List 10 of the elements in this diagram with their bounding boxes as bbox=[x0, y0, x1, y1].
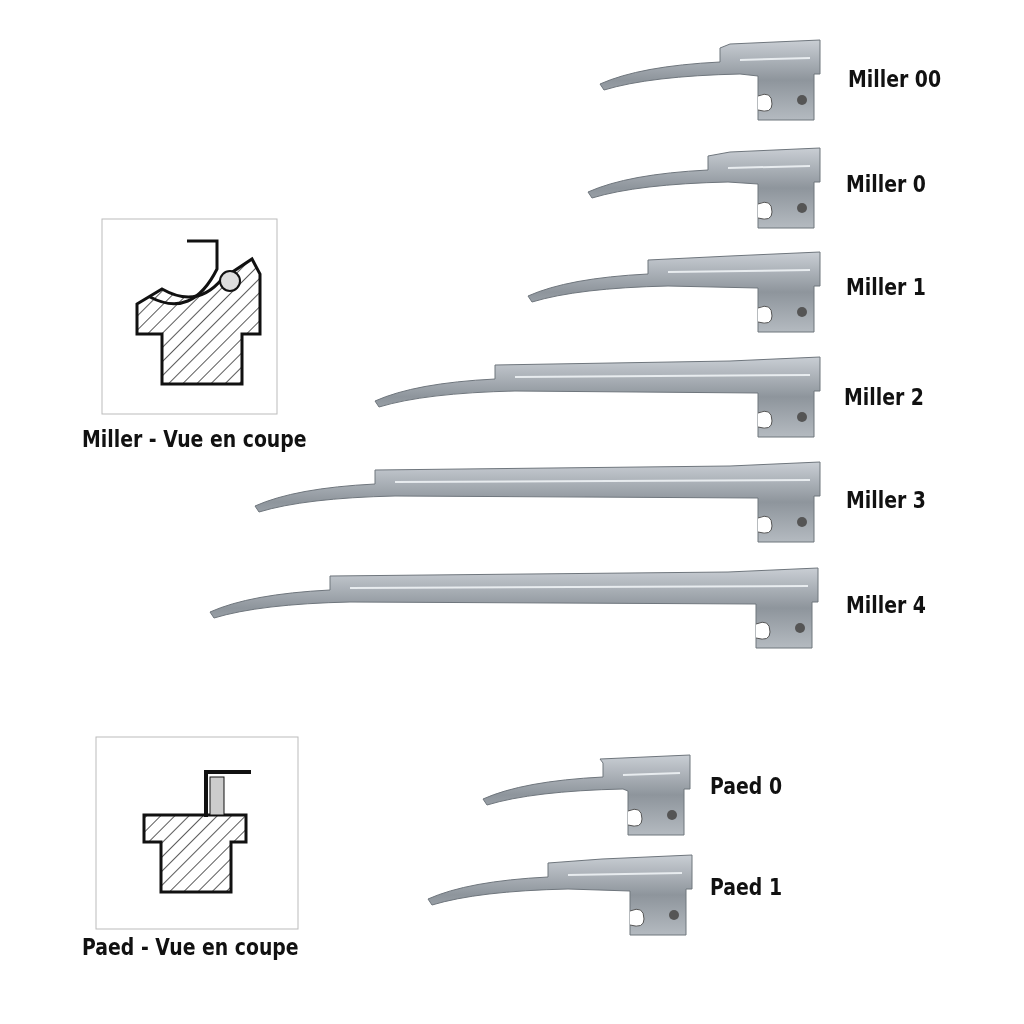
blade-label: Miller 1 bbox=[846, 274, 926, 300]
blade-label: Miller 00 bbox=[848, 66, 942, 92]
blade-label: Paed 1 bbox=[710, 874, 783, 900]
blade-label: Miller 3 bbox=[846, 487, 926, 513]
figure-caption: Miller - Vue en coupe bbox=[82, 426, 307, 452]
figure-caption: Paed - Vue en coupe bbox=[82, 934, 299, 960]
blade-label: Miller 4 bbox=[846, 592, 926, 618]
blade-label: Miller 2 bbox=[844, 384, 924, 410]
blade-label: Paed 0 bbox=[710, 773, 783, 799]
blade-label: Miller 0 bbox=[846, 171, 926, 197]
